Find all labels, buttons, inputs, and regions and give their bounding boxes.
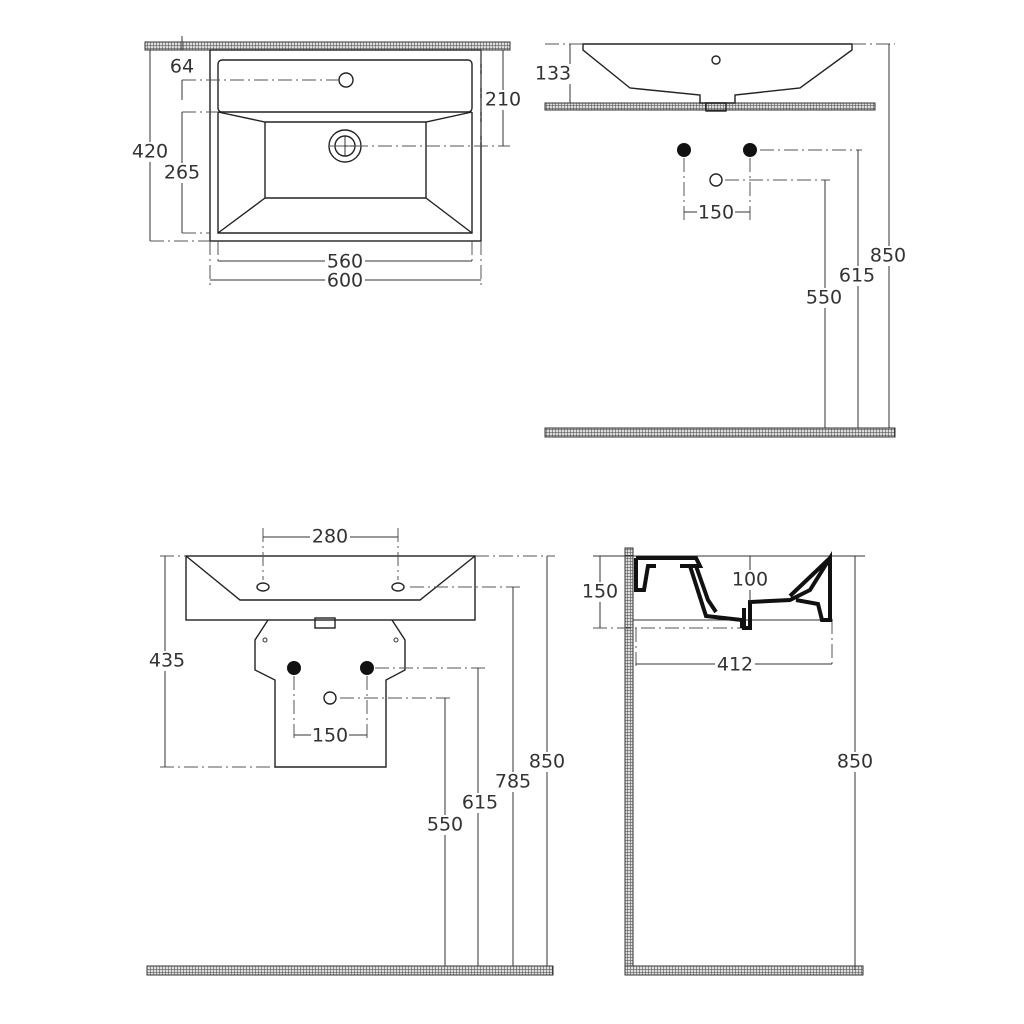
dim-150: 150 bbox=[698, 202, 734, 224]
dim-64: 64 bbox=[170, 56, 194, 78]
dim-550: 550 bbox=[427, 814, 463, 836]
basin-profile bbox=[582, 43, 853, 104]
floor-hatch bbox=[544, 427, 896, 438]
fixing-slot-left bbox=[256, 582, 270, 592]
dim-600: 600 bbox=[327, 270, 363, 292]
section-view: 150 100 412 850 bbox=[581, 547, 875, 976]
dim-435: 435 bbox=[149, 650, 185, 672]
floor-hatch bbox=[146, 965, 554, 976]
basin-front bbox=[185, 555, 476, 621]
plan-view: 64 420 265 210 560 600 bbox=[131, 36, 524, 292]
basin-deck bbox=[217, 59, 473, 113]
dim-280: 280 bbox=[312, 526, 348, 548]
dim-133: 133 bbox=[535, 63, 571, 85]
waste-point bbox=[323, 691, 337, 705]
dim-615: 615 bbox=[839, 265, 875, 287]
dim-100: 100 bbox=[732, 569, 768, 591]
dim-label: 64 bbox=[170, 56, 194, 78]
wall-hatch bbox=[544, 102, 876, 111]
dim-550: 550 bbox=[806, 287, 842, 309]
wall-hatch bbox=[624, 547, 634, 976]
supply-point-left bbox=[287, 661, 301, 675]
dim-850: 850 bbox=[837, 751, 873, 773]
supply-point-right bbox=[743, 143, 757, 157]
side-view: 133 150 550 615 850 bbox=[534, 43, 908, 438]
basin-section bbox=[634, 551, 832, 630]
floor-hatch bbox=[624, 965, 864, 976]
tap-hole bbox=[338, 72, 354, 88]
dim-560: 560 bbox=[327, 251, 363, 273]
dim-265: 265 bbox=[164, 162, 200, 184]
dim-615: 615 bbox=[462, 792, 498, 814]
dim-785: 785 bbox=[495, 771, 531, 793]
wall-hatch bbox=[144, 41, 511, 51]
supply-point-left bbox=[677, 143, 691, 157]
bowl-outline bbox=[217, 111, 473, 234]
supply-point-right bbox=[360, 661, 374, 675]
dim-412: 412 bbox=[717, 654, 753, 676]
dim-850: 850 bbox=[870, 245, 906, 267]
front-view: 280 150 435 550 615 785 850 bbox=[146, 526, 567, 976]
waste-point bbox=[709, 173, 723, 187]
fixing-slot-right bbox=[391, 582, 405, 592]
dim-420: 420 bbox=[132, 141, 168, 163]
dim-210: 210 bbox=[485, 89, 521, 111]
semi-pedestal bbox=[254, 619, 406, 768]
dim-850: 850 bbox=[529, 751, 565, 773]
dim-150: 150 bbox=[312, 725, 348, 747]
dim-150: 150 bbox=[582, 581, 618, 603]
